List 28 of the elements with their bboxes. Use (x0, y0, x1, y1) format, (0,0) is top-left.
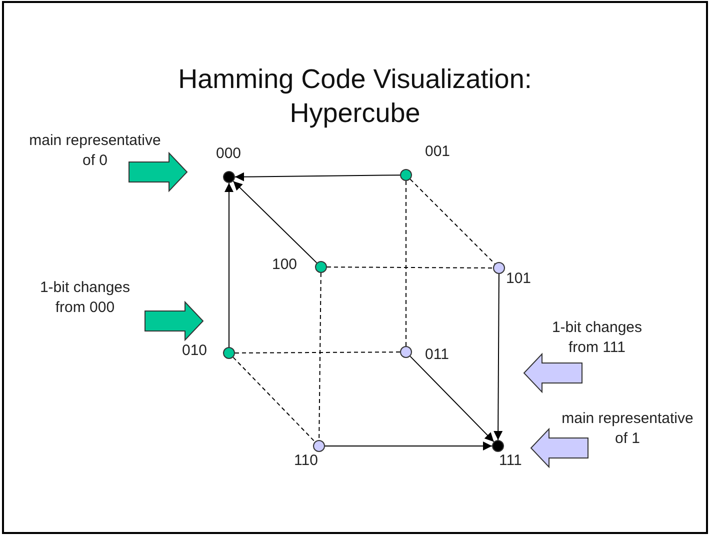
vertex-label: 010 (182, 343, 208, 358)
dashed-line (326, 266, 494, 268)
vertex-label: 011 (425, 347, 449, 362)
annotation-text: 1-bit changes from 111 (550, 318, 644, 358)
vertex-label: 101 (506, 271, 532, 286)
arrow (224, 182, 234, 348)
vertex-label: 000 (216, 146, 242, 161)
block-arrow (128, 152, 188, 192)
title: Hamming Code Visualization: Hypercube (177, 63, 533, 130)
arrow (410, 356, 494, 442)
dashed-line (234, 352, 400, 354)
arrow (324, 442, 492, 450)
vertex-label: 100 (272, 257, 298, 272)
vertex-label: 110 (294, 453, 318, 468)
vertex-label: 001 (425, 144, 450, 159)
block-arrow (144, 300, 204, 342)
annotation-text: 1-bit changes from 000 (38, 278, 132, 318)
dashed-line (318, 272, 322, 440)
block-arrow (530, 428, 588, 468)
annotation-text: main representative of 0 (28, 131, 162, 171)
vertex-label: 111 (499, 453, 522, 468)
arrow (234, 172, 400, 182)
dashed-line (410, 178, 496, 264)
dashed-line (232, 356, 316, 442)
arrow (232, 180, 318, 264)
arrow (494, 274, 503, 440)
block-arrow (523, 352, 582, 394)
annotation-text: main representative of 1 (560, 409, 694, 449)
